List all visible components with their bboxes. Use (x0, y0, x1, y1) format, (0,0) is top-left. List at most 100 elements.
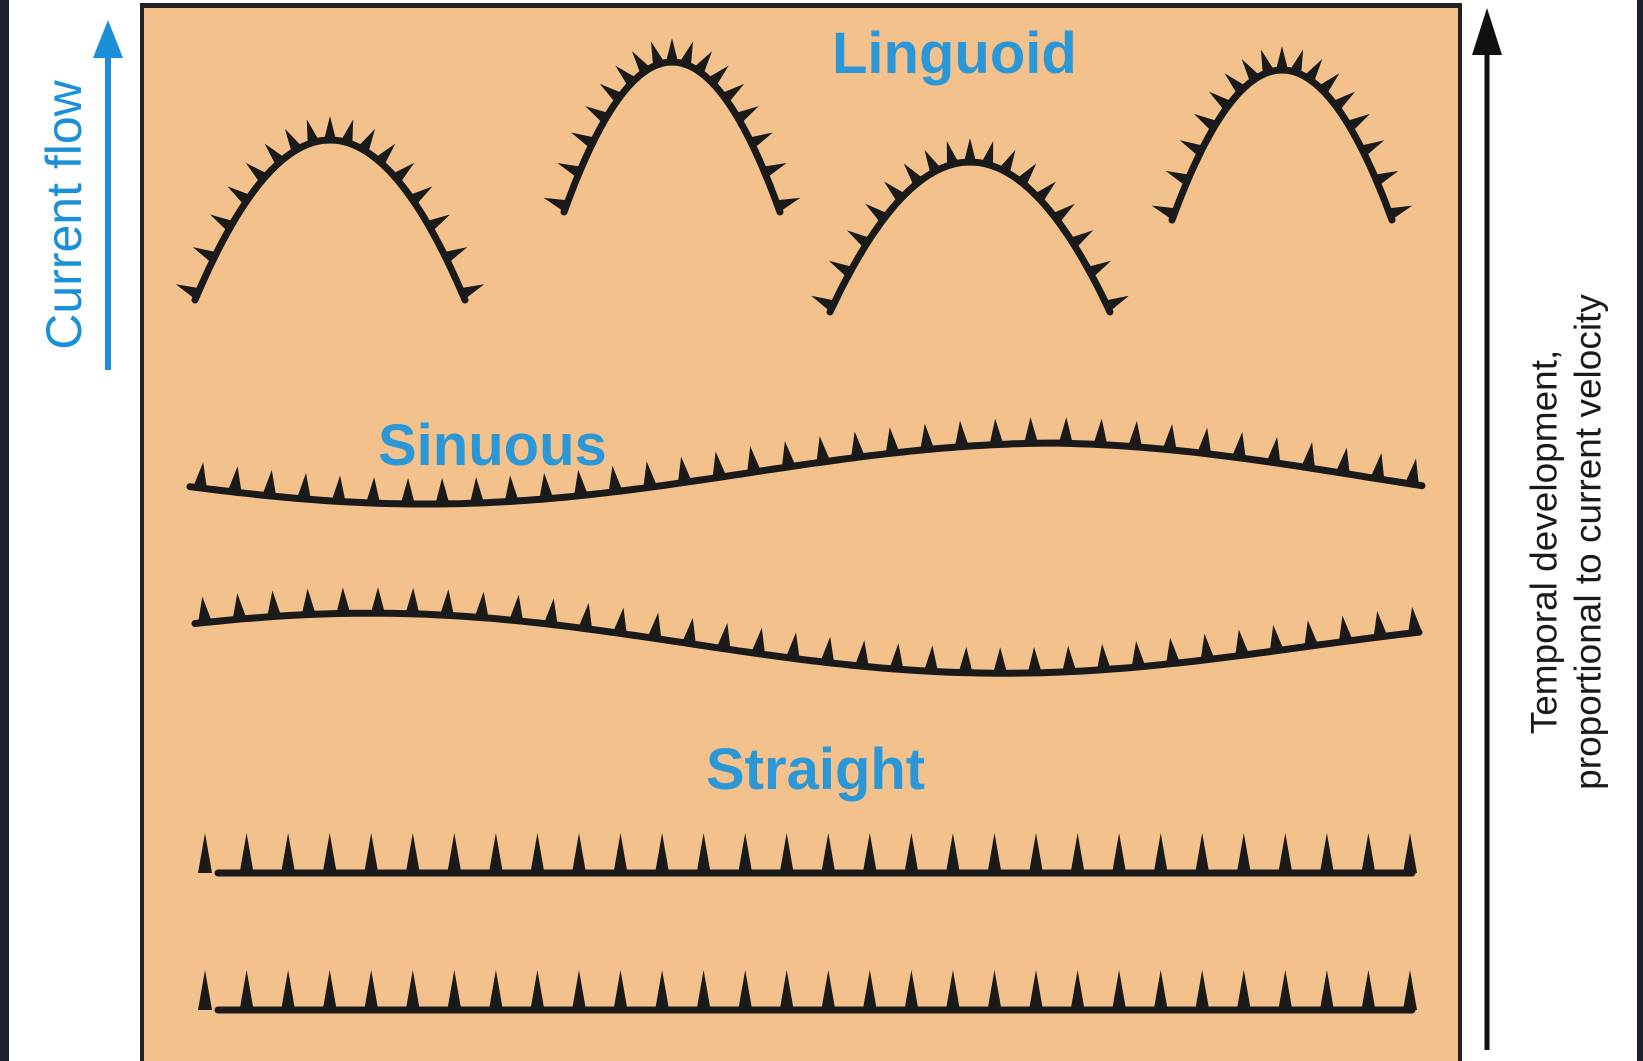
sinuous-barb (371, 587, 385, 613)
straight-barb (1154, 970, 1168, 1010)
straight-label: Straight (706, 736, 925, 803)
sinuous-barb (1062, 646, 1076, 672)
sinuous-barb (505, 475, 519, 501)
straight-barb (281, 970, 295, 1010)
sinuous-barb (1339, 616, 1353, 643)
straight-barb (946, 833, 960, 873)
linguoid-barb (680, 42, 694, 67)
sinuous-barb (193, 462, 207, 489)
straight-barb (655, 833, 669, 873)
straight-barb (1320, 970, 1334, 1010)
straight-barb (1154, 833, 1168, 873)
straight-barb (821, 833, 835, 873)
straight-barb (364, 970, 378, 1010)
sinuous-barb (475, 592, 489, 618)
straight-barb (323, 833, 337, 873)
sinuous-barb (682, 618, 696, 645)
sinuous-barb (1128, 421, 1142, 447)
straight-barb (323, 970, 337, 1010)
sinuous-barb (1232, 432, 1246, 459)
sinuous-barb (1371, 453, 1385, 480)
straight-barb (1112, 833, 1126, 873)
straight-barb (572, 833, 586, 873)
sinuous-barb (609, 466, 623, 493)
current-flow-label: Current flow (35, 80, 93, 350)
sinuous-barb (1408, 607, 1422, 634)
straight-barb (489, 970, 503, 1010)
straight-barb (1029, 833, 1043, 873)
straight-barb (1278, 833, 1292, 873)
straight-barb (780, 970, 794, 1010)
sinuous-barb (820, 637, 834, 664)
sinuous-barb (1097, 644, 1111, 670)
straight-barb (240, 833, 254, 873)
sinuous-barb (1267, 437, 1281, 464)
sinuous-barb (228, 466, 242, 493)
straight-barb (1195, 833, 1209, 873)
linguoid-barb (776, 198, 801, 212)
straight-barb (1195, 970, 1209, 1010)
straight-barb (1403, 833, 1417, 873)
straight-barb (1403, 970, 1417, 1010)
linguoid-barb (341, 119, 353, 144)
sinuous-barb (336, 587, 350, 613)
sinuous-barb (713, 452, 727, 479)
sinuous-barb (198, 597, 212, 624)
sinuous-barb (267, 591, 281, 617)
straight-barb (530, 833, 544, 873)
straight-barb (447, 970, 461, 1010)
sinuous-crest-2 (195, 613, 1419, 673)
sinuous-barb (1374, 611, 1388, 638)
straight-barb (946, 970, 960, 1010)
linguoid-barb (1388, 206, 1413, 220)
straight-barb (697, 833, 711, 873)
sinuous-barb (993, 647, 1007, 673)
linguoid-barb (651, 42, 665, 67)
sinuous-barb (678, 457, 692, 484)
sinuous-barb (1336, 448, 1350, 475)
straight-barb (1237, 970, 1251, 1010)
crest-lines (176, 38, 1422, 1010)
straight-barb (904, 833, 918, 873)
straight-barb (447, 833, 461, 873)
straight-barb (1029, 970, 1043, 1010)
straight-barb (1237, 833, 1251, 873)
straight-barb (1112, 970, 1126, 1010)
straight-barb (988, 833, 1002, 873)
straight-barb (614, 833, 628, 873)
linguoid-crest-1 (195, 140, 465, 300)
sinuous-barb (851, 432, 865, 459)
straight-barb (364, 833, 378, 873)
sinuous-barb (959, 647, 973, 673)
straight-barb (530, 970, 544, 1010)
sinuous-barb (509, 595, 523, 622)
straight-barb (904, 970, 918, 1010)
sinuous-barb (302, 589, 316, 615)
temporal-label-line1: Temporal development, (1523, 294, 1567, 790)
linguoid-barb (1261, 50, 1274, 75)
straight-barb (1361, 833, 1375, 873)
sinuous-barb (1024, 417, 1038, 443)
linguoid-crest-3 (830, 162, 1110, 312)
linguoid-barb (666, 38, 678, 62)
straight-barb (738, 833, 752, 873)
linguoid-barb (324, 116, 336, 140)
sinuous-barb (920, 424, 934, 451)
straight-barb (738, 970, 752, 1010)
straight-barb (406, 833, 420, 873)
sinuous-barb (990, 419, 1004, 445)
linguoid-barb (1276, 46, 1288, 70)
sinuous-barb (1201, 634, 1215, 661)
sinuous-barb (924, 645, 938, 671)
sinuous-barb (1235, 630, 1249, 657)
sinuous-barb (401, 478, 415, 504)
sinuous-barb (262, 470, 276, 497)
linguoid-barb (307, 119, 319, 144)
sinuous-barb (886, 427, 900, 454)
sinuous-barb (1301, 442, 1315, 469)
linguoid-crest-4 (1172, 70, 1392, 220)
sinuous-barb (366, 477, 380, 503)
sinuous-barb (1405, 458, 1419, 485)
sinuous-barb (544, 599, 558, 626)
